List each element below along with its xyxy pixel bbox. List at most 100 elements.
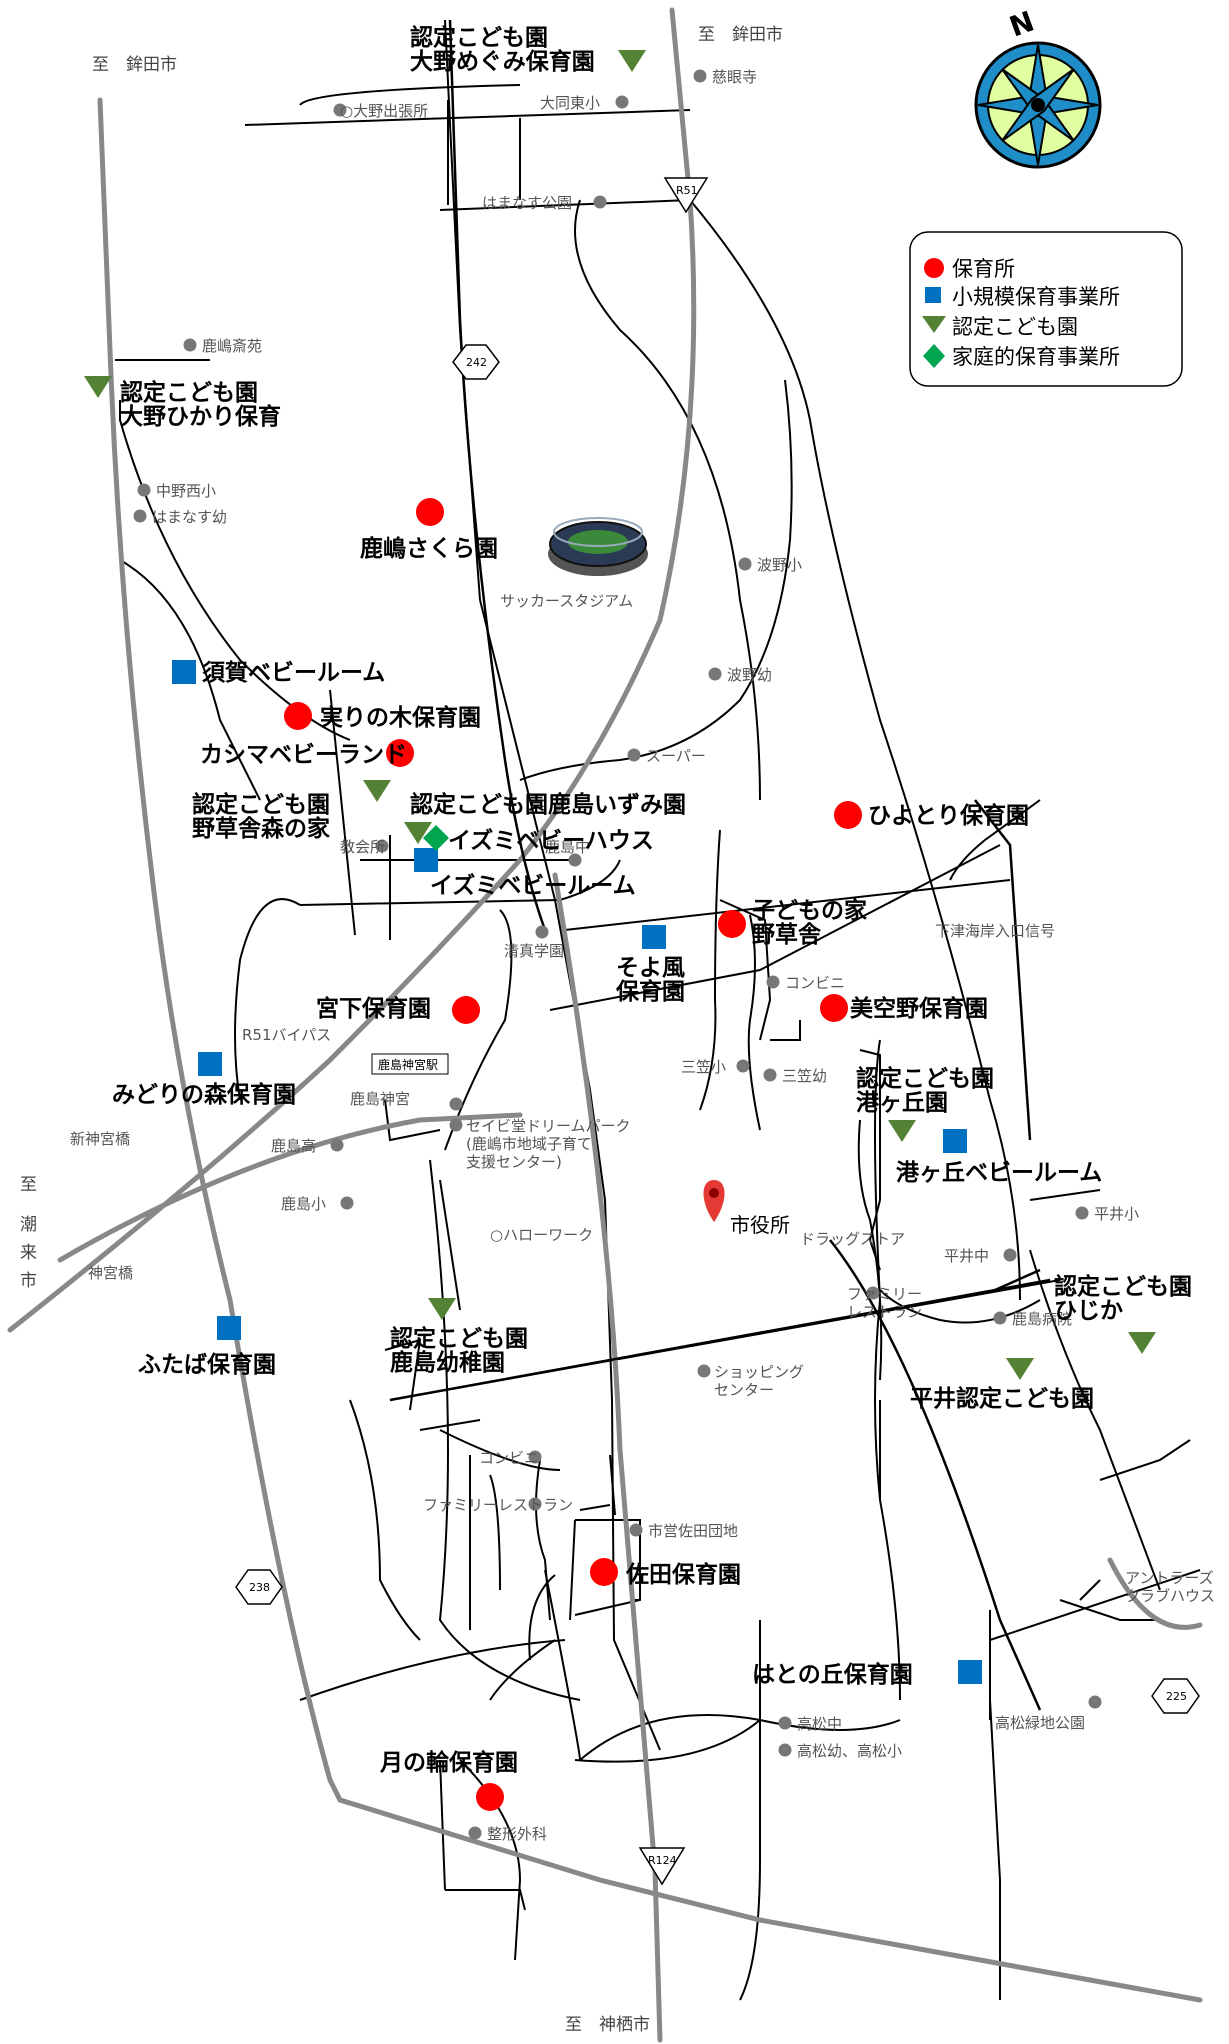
kodomo-triangle-icon [1128, 1332, 1156, 1354]
landmark-nakano_nishi: 中野西小 [156, 482, 216, 500]
landmark-dot [615, 95, 629, 109]
facility-kodomo-7: 平井認定こども園 [910, 1385, 1094, 1412]
legend-label-home: 家庭的保育事業所 [952, 345, 1120, 369]
legend-diamond-icon [923, 344, 945, 368]
landmark-hamanasu_kinder: はまなす幼 [152, 508, 227, 526]
facility-home-0: イズミベビーハウス [448, 827, 654, 854]
landmark-stadium: サッカースタジアム [500, 592, 633, 610]
landmark-kashima_chu: 鹿島中 [545, 838, 590, 856]
facility-small-1: イズミベビールーム [430, 872, 636, 899]
route-225-marker: 225 [1151, 1678, 1200, 1714]
stadium-icon [548, 517, 648, 576]
facility-small-4: 港ヶ丘ベビールーム [896, 1160, 1102, 1186]
route-51-marker: R51 [663, 177, 709, 214]
landmark-dot [693, 69, 707, 83]
kodomo-triangle-icon [1006, 1358, 1034, 1380]
landmark-jigenji: 慈眼寺 [712, 68, 757, 86]
major-roads [389, 19, 1051, 1711]
facility-nursery-4: 子どもの家野草舎 [752, 897, 867, 948]
facility-nursery-6: 美空野保育園 [850, 995, 988, 1022]
small-nursery-square-icon [172, 660, 196, 684]
landmark-daido_higashi: 大同東小 [540, 94, 600, 112]
landmark-kyokaisho: 教会所 [340, 838, 385, 856]
direction-south: 至 神栖市 [565, 2015, 650, 2035]
nursery-circle-icon [718, 910, 746, 938]
direction-northeast: 至 鉾田市 [698, 25, 783, 45]
kodomo-triangle-icon [618, 50, 646, 72]
main-roads [7, 7, 1203, 2043]
landmark-dot [375, 839, 389, 853]
legend: 保育所 小規模保育事業所 認定こども園 家庭的保育事業所 [909, 231, 1183, 387]
facility-nursery-3: ひよとり保育園 [868, 802, 1029, 829]
direction-west-city-char: 市 [20, 1271, 37, 1291]
landmark-dot [763, 1068, 777, 1082]
landmark-dot [449, 1097, 463, 1111]
landmark-kashima_high: 鹿島高 [271, 1137, 316, 1155]
nursery-circle-icon [416, 498, 444, 526]
facility-nursery-7: 佐田保育園 [625, 1561, 741, 1588]
compass-rose: N [974, 5, 1102, 169]
facility-nursery-8: 月の輪保育園 [379, 1749, 518, 1776]
landmark-dot [778, 1716, 792, 1730]
landmark-dot [778, 1743, 792, 1757]
small-nursery-square-icon [414, 848, 438, 872]
landmark-misaka_elem: 三笠小 [681, 1058, 726, 1076]
landmark-dot [535, 925, 549, 939]
kodomo-triangle-icon [84, 376, 112, 398]
landmark-dot [333, 103, 347, 117]
landmark-dot [593, 195, 607, 209]
route-242-marker: 242 [452, 344, 500, 380]
landmark-drugstore: ドラッグストア [800, 1230, 905, 1248]
landmarks: 慈眼寺○大野出張所大同東小はまなす公園鹿嶋斎苑中野西小はまなす幼サッカースタジア… [70, 68, 1215, 1843]
landmark-dot [736, 1059, 750, 1073]
landmark-seishin: 清真学園 [504, 942, 564, 960]
landmark-kashima_saien: 鹿嶋斎苑 [202, 337, 262, 355]
facility-kodomo-0: 認定こども園大野めぐみ保育園 [410, 24, 595, 75]
small-nursery-square-icon [198, 1052, 222, 1076]
legend-circle-icon [924, 258, 944, 278]
compass-north-label: N [1005, 5, 1038, 44]
landmark-r51bypass: R51バイパス [242, 1026, 331, 1044]
legend-label-kodomo: 認定こども園 [952, 315, 1078, 339]
landmark-shopping: ショッピングセンター [714, 1363, 804, 1399]
facility-nursery-2: カシマベビーランド [200, 742, 407, 768]
nursery-circle-icon [284, 702, 312, 730]
landmark-dot [137, 483, 151, 497]
landmark-dot [1075, 1206, 1089, 1220]
landmark-hirai_chu: 平井中 [944, 1247, 989, 1265]
landmark-dot [1003, 1248, 1017, 1262]
svg-text:238: 238 [249, 1581, 270, 1594]
landmark-conv1: コンビニ [785, 974, 845, 992]
facility-small-0: 須賀ベビールーム [202, 660, 385, 686]
landmark-antlers: アントラーズクラブハウス [1125, 1569, 1215, 1605]
svg-text:225: 225 [1166, 1690, 1187, 1703]
landmark-family2: ファミリーレストラン [423, 1496, 573, 1514]
svg-text:R124: R124 [648, 1854, 677, 1867]
landmark-conv2: コンビニ [479, 1449, 539, 1467]
facility-nursery-1: 実りの木保育園 [320, 704, 481, 731]
route-124-marker: R124 [638, 1847, 686, 1886]
legend-square-icon [925, 287, 941, 303]
facility-kodomo-2: 認定こども園野草舎森の家 [192, 791, 330, 842]
small-nursery-square-icon [642, 925, 666, 949]
facility-small-3: みどりの森保育園 [112, 1081, 296, 1108]
landmark-dot [627, 748, 641, 762]
facility-small-5: ふたば保育園 [138, 1351, 276, 1378]
landmark-dot [340, 1196, 354, 1210]
kashima-jingu-station: 鹿島神宮駅 [371, 1053, 449, 1075]
landmark-dot [1088, 1695, 1102, 1709]
landmark-dot [708, 667, 722, 681]
nursery-circle-icon [386, 739, 414, 767]
landmark-dot [766, 975, 780, 989]
landmark-dot [738, 557, 752, 571]
landmark-seibido: セイビ堂ドリームパーク(鹿嶋市地域子育て支援センター) [466, 1117, 631, 1171]
direction-west-to: 至 [20, 1175, 37, 1195]
landmark-dot [866, 1286, 880, 1300]
landmark-shimotsu: 下津海岸入口信号 [935, 922, 1055, 940]
landmark-seikei: 整形外科 [487, 1825, 547, 1843]
landmark-hamanasu_park: はまなす公園 [482, 194, 572, 212]
city-hall-pin-icon [703, 1180, 725, 1222]
facility-kodomo-3: 認定こども園鹿島いずみ園 [410, 791, 686, 818]
landmark-kashima_elem: 鹿島小 [281, 1195, 326, 1213]
